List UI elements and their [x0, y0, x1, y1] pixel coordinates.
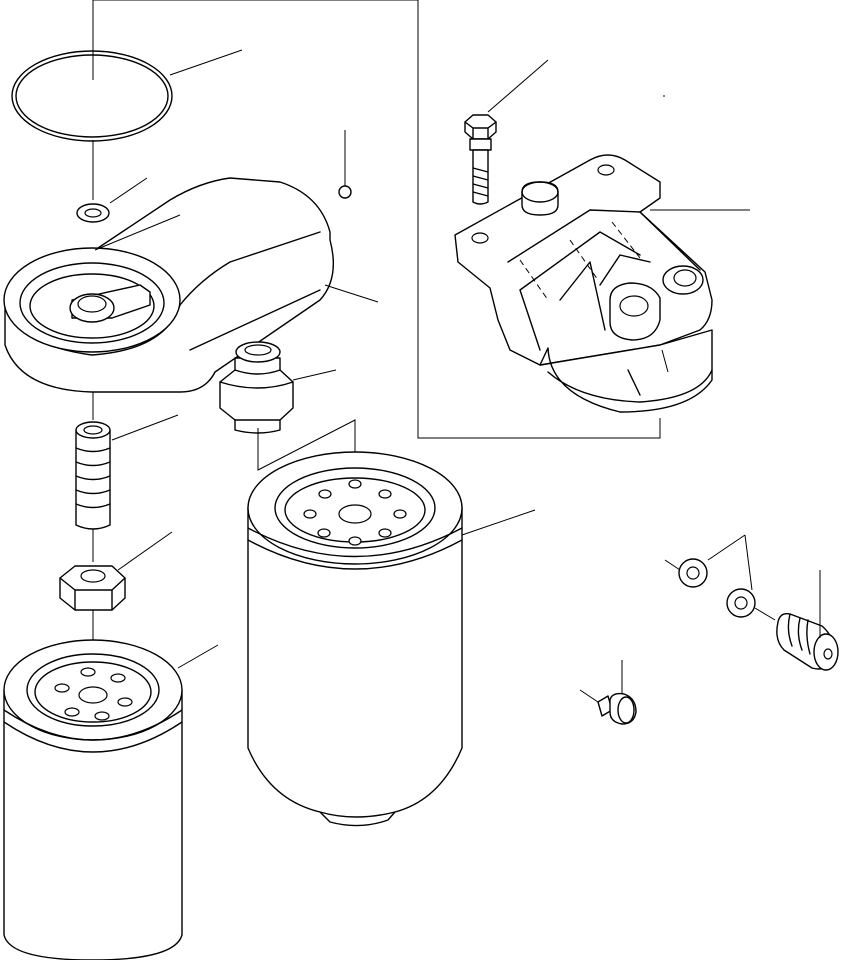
small-plug: [338, 130, 352, 199]
filter-head-bracket: [454, 95, 750, 413]
banjo-bolt: [776, 570, 839, 671]
mounting-bolt: [464, 59, 549, 205]
filter-head-housing: [3, 177, 379, 393]
threaded-stud: [75, 414, 179, 530]
fitting-nipple: [219, 341, 337, 434]
left-filter-cartridge: [3, 639, 219, 960]
sealing-washers: [664, 534, 776, 621]
small-washer: [76, 177, 148, 223]
right-filter-cartridge: [247, 451, 536, 827]
drain-plug: [579, 660, 637, 725]
o-ring: [11, 49, 243, 142]
hex-nut: [59, 531, 173, 611]
